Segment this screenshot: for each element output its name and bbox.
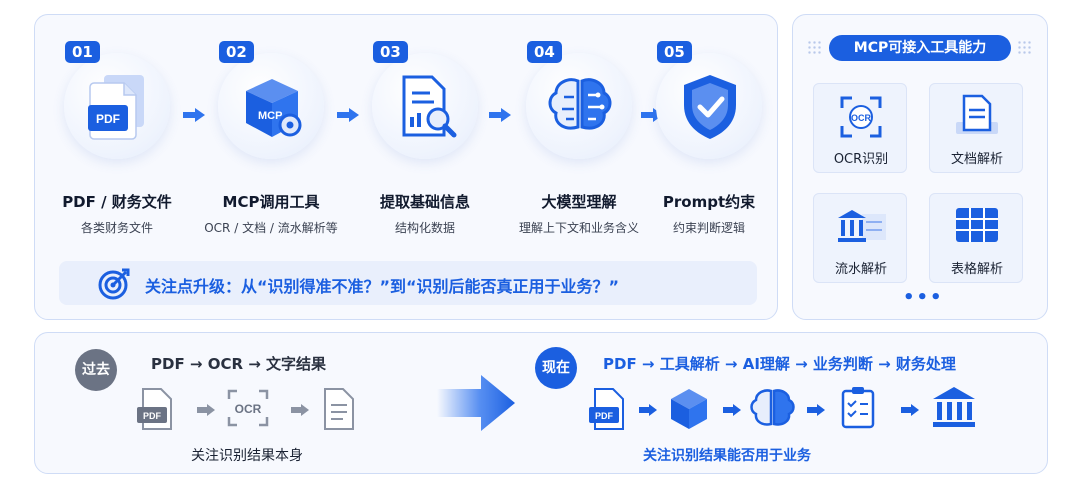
now-flow: PDF → 工具解析 → AI理解 → 业务判断 → 财务处理 [603, 355, 956, 373]
arrow-right-icon [807, 404, 825, 416]
table-icon [956, 208, 998, 242]
tool-label: 文档解析 [950, 152, 1003, 167]
step-title: MCP调用工具 [222, 193, 320, 211]
step-title: Prompt约束 [662, 193, 756, 211]
tool-table: 表格解析 [929, 193, 1023, 283]
target-icon [98, 268, 130, 300]
step-subtitle: 约束判断逻辑 [672, 221, 745, 235]
step-circle [656, 53, 762, 159]
step-subtitle: 理解上下文和业务含义 [518, 221, 639, 235]
brain-circuit-icon [548, 78, 612, 130]
brain-circuit-icon [750, 389, 795, 426]
past-caption: 关注识别结果本身 [191, 448, 303, 464]
past-badge: 过去 [75, 349, 117, 391]
checklist-icon [841, 387, 875, 429]
tool-ocr: OCR OCR识别 [813, 83, 907, 173]
ocr-scan-icon: OCR [227, 389, 269, 427]
step-number: 03 [373, 41, 408, 63]
svg-text:OCR: OCR [235, 402, 262, 416]
step-number: 04 [527, 41, 562, 63]
arrow-right-icon [197, 404, 215, 416]
workflow-panel: PDF 01 PDF / 财务文件 各类财务文件 MCP 02 MCP调用工具 … [34, 14, 778, 320]
step-title: 大模型理解 [541, 193, 617, 211]
more-indicator: ••• [903, 287, 944, 308]
pdf-file-icon: PDF [137, 388, 172, 430]
step-number: 05 [657, 41, 692, 63]
svg-text:PDF: PDF [595, 411, 614, 421]
pdf-file-icon: PDF [589, 388, 624, 430]
step-circle: PDF [64, 53, 170, 159]
decor-dots [807, 40, 821, 56]
text-document-icon [324, 388, 354, 430]
arrow-right-icon [901, 404, 919, 416]
big-arrow-right-icon [437, 375, 515, 431]
now-caption: 关注识别结果能否用于业务 [643, 448, 811, 464]
step-subtitle: OCR / 文档 / 流水解析等 [204, 221, 338, 235]
mcp-gear-cube-icon: MCP [246, 79, 302, 137]
tool-label: 表格解析 [950, 262, 1003, 277]
arrow-right-icon [337, 108, 359, 122]
bank-statement-icon [838, 210, 886, 242]
ocr-scan-icon: OCR [840, 96, 882, 138]
step-circle [372, 53, 478, 159]
svg-text:PDF: PDF [96, 112, 120, 126]
tool-cube-icon [671, 389, 707, 429]
step-circle: MCP [218, 53, 324, 159]
shield-check-icon [684, 75, 736, 139]
step-number: 01 [65, 41, 100, 63]
svg-text:MCP: MCP [258, 110, 282, 122]
arrow-right-icon [723, 404, 741, 416]
now-badge: 现在 [535, 347, 577, 389]
decor-dots [1017, 40, 1031, 56]
step-title: 提取基础信息 [379, 193, 470, 211]
tools-title: MCP可接入工具能力 [829, 35, 1011, 61]
arrow-right-icon [639, 404, 657, 416]
tool-document: 文档解析 [929, 83, 1023, 173]
tool-label: OCR识别 [833, 152, 889, 167]
tools-panel: MCP可接入工具能力 OCR OCR识别 文档解析 流水解析 [792, 14, 1048, 320]
document-search-icon [402, 75, 457, 138]
svg-text:PDF: PDF [143, 411, 162, 421]
document-icon [956, 94, 998, 134]
comparison-panel: 过去 PDF → OCR → 文字结果 PDF OCR 关注识别结果本身 现在 … [34, 332, 1048, 474]
arrow-right-icon [291, 404, 309, 416]
bank-icon [933, 387, 975, 427]
step-subtitle: 结构化数据 [394, 221, 455, 235]
past-flow: PDF → OCR → 文字结果 [151, 355, 327, 373]
step-circle [526, 53, 632, 159]
focus-banner: 关注点升级：从“识别得准不准？”到“识别后能否真正用于业务？” [59, 261, 757, 305]
tool-statement: 流水解析 [813, 193, 907, 283]
arrow-right-icon [489, 108, 511, 122]
step-number: 02 [219, 41, 254, 63]
step-title: PDF / 财务文件 [62, 193, 172, 211]
arrow-right-icon [183, 108, 205, 122]
step-subtitle: 各类财务文件 [80, 221, 153, 235]
tool-label: 流水解析 [834, 262, 887, 277]
svg-text:OCR: OCR [851, 113, 872, 123]
pdf-file-icon: PDF [88, 75, 144, 140]
focus-text: 关注点升级：从“识别得准不准？”到“识别后能否真正用于业务？” [145, 277, 620, 296]
